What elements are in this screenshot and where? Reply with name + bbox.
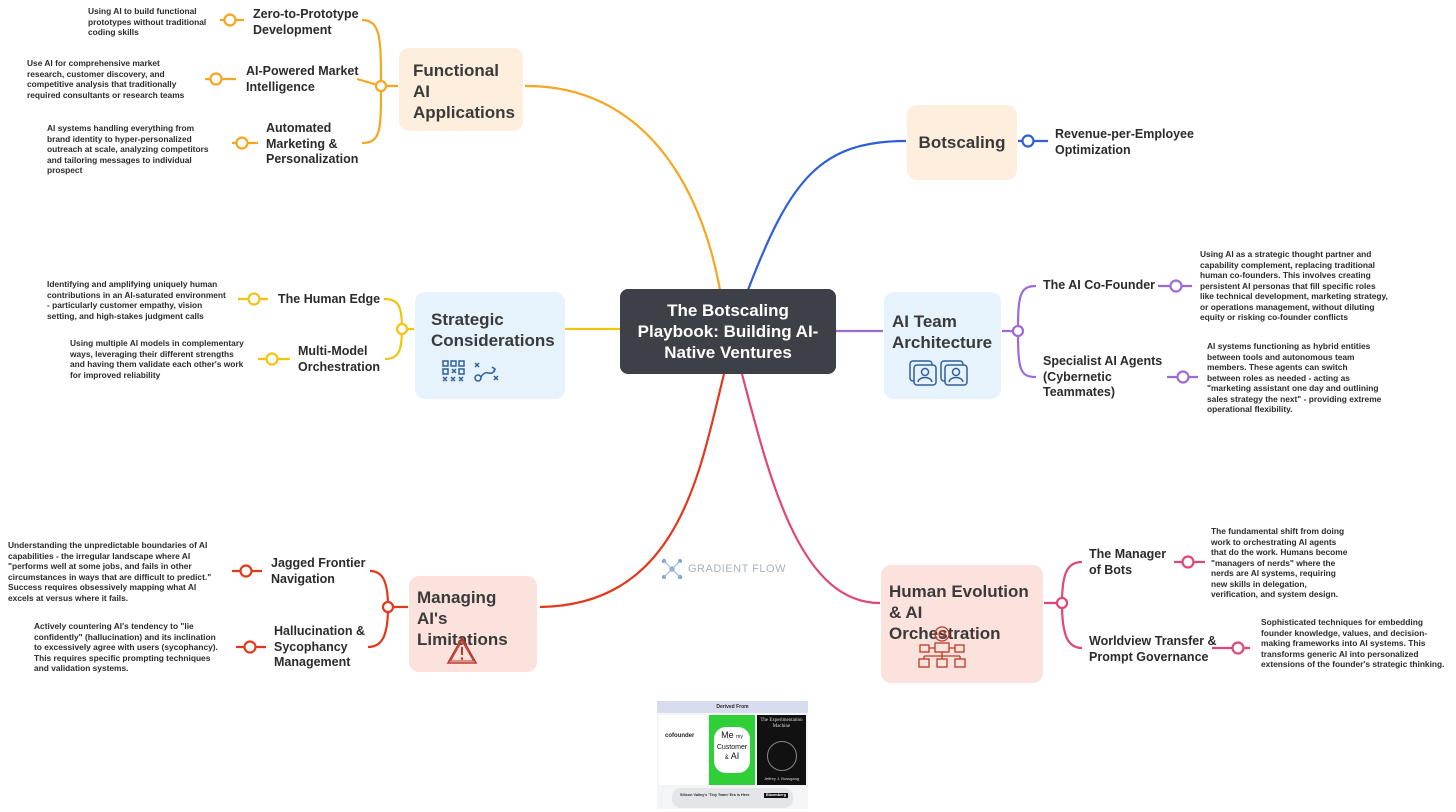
book2-word-ai: AI xyxy=(730,751,740,761)
book2-word-and: & xyxy=(724,755,729,761)
node-market-intelligence[interactable]: AI-Powered Market Intelligence xyxy=(246,64,359,94)
book3-author: Jeffrey J. Bussgang xyxy=(763,776,800,781)
node-worldview-transfer[interactable]: Worldview Transfer & Prompt Governance xyxy=(1089,634,1217,664)
branch-functional-ai-label: Functional AI Applications xyxy=(413,61,516,122)
central-topic-label: The Botscaling Playbook: Building AI-Nat… xyxy=(637,301,819,362)
article-bloomberg: Silicon Valley's 'Tiny Team' Era is Here… xyxy=(672,788,793,808)
branch-ai-team-label: AI Team Architecture xyxy=(892,312,993,352)
node-hallucination[interactable]: Hallucination & Sycophancy Management xyxy=(274,624,365,669)
branch-limitations-label: Managing AI's Limitations xyxy=(417,588,508,649)
desc-jagged-frontier: Understanding the unpredictable boundari… xyxy=(8,540,212,603)
desc-ai-cofounder: Using AI as a strategic thought partner … xyxy=(1200,249,1388,322)
gradient-flow-label: GRADIENT FLOW xyxy=(688,563,786,575)
branch-functional-ai[interactable]: Functional AI Applications xyxy=(399,48,523,131)
desc-zero-to-prototype: Using AI to build functional prototypes … xyxy=(88,6,207,37)
desc-automated-marketing: AI systems handling everything from bran… xyxy=(47,123,209,175)
book2-word-my: my xyxy=(736,734,743,740)
desc-manager-of-bots: The fundamental shift from doing work to… xyxy=(1211,526,1348,599)
node-jagged-frontier[interactable]: Jagged Frontier Navigation xyxy=(271,556,366,586)
desc-hallucination: Actively countering AI's tendency to "li… xyxy=(34,621,218,673)
node-automated-marketing[interactable]: Automated Marketing & Personalization xyxy=(266,121,359,166)
node-multi-model[interactable]: Multi-Model Orchestration xyxy=(298,344,380,374)
branch-strategic-considerations[interactable]: Strategic Considerations xyxy=(415,292,565,399)
article-source: Bloomberg xyxy=(764,793,789,798)
orchestration-network-icon xyxy=(918,626,966,668)
node-specialist-agents[interactable]: Specialist AI Agents (Cybernetic Teammat… xyxy=(1043,354,1163,399)
node-revenue-per-employee[interactable]: Revenue-per-Employee Optimization xyxy=(1055,127,1194,157)
book-cofounder-title: cofounder xyxy=(665,733,695,739)
central-topic[interactable]: The Botscaling Playbook: Building AI-Nat… xyxy=(620,289,836,374)
book2-word-me: Me xyxy=(721,730,734,740)
team-agents-icon xyxy=(909,360,968,386)
warning-icon xyxy=(446,636,478,664)
branch-botscaling-label: Botscaling xyxy=(918,133,1006,152)
branch-botscaling[interactable]: Botscaling xyxy=(907,105,1017,180)
book-experimentation-machine: The Experimentation Machine Jeffrey J. B… xyxy=(757,715,806,785)
strategy-playbook-icon xyxy=(442,360,499,382)
node-zero-to-prototype[interactable]: Zero-to-Prototype Development xyxy=(253,7,359,37)
article-title: Silicon Valley's 'Tiny Team' Era is Here xyxy=(680,793,750,797)
book3-title: The Experimentation Machine xyxy=(760,718,803,729)
desc-human-edge: Identifying and amplifying uniquely huma… xyxy=(47,279,226,321)
branch-strategic-label: Strategic Considerations xyxy=(431,310,555,350)
gradient-flow-logo-icon xyxy=(661,558,683,580)
book-me-my-customer-ai: Me my Customer & AI xyxy=(709,715,755,785)
desc-market-intelligence: Use AI for comprehensive market research… xyxy=(27,58,185,100)
derived-from-thumbnail[interactable]: Derived From cofounder Me my Customer & … xyxy=(657,701,808,809)
derived-from-header: Derived From xyxy=(657,701,808,713)
node-ai-cofounder[interactable]: The AI Co-Founder xyxy=(1043,278,1156,292)
book-cofounder: cofounder xyxy=(659,715,707,785)
branch-managing-limitations[interactable]: Managing AI's Limitations xyxy=(409,576,537,672)
gradient-flow-watermark: GRADIENT FLOW xyxy=(660,557,786,581)
book2-word-customer: Customer xyxy=(716,744,748,751)
node-human-edge[interactable]: The Human Edge xyxy=(278,292,381,306)
desc-worldview-transfer: Sophisticated techniques for embedding f… xyxy=(1261,617,1445,669)
node-manager-of-bots[interactable]: The Manager of Bots xyxy=(1089,547,1167,577)
desc-multi-model: Using multiple AI models in complementar… xyxy=(70,338,244,380)
desc-specialist-agents: AI systems functioning as hybrid entitie… xyxy=(1207,341,1382,414)
